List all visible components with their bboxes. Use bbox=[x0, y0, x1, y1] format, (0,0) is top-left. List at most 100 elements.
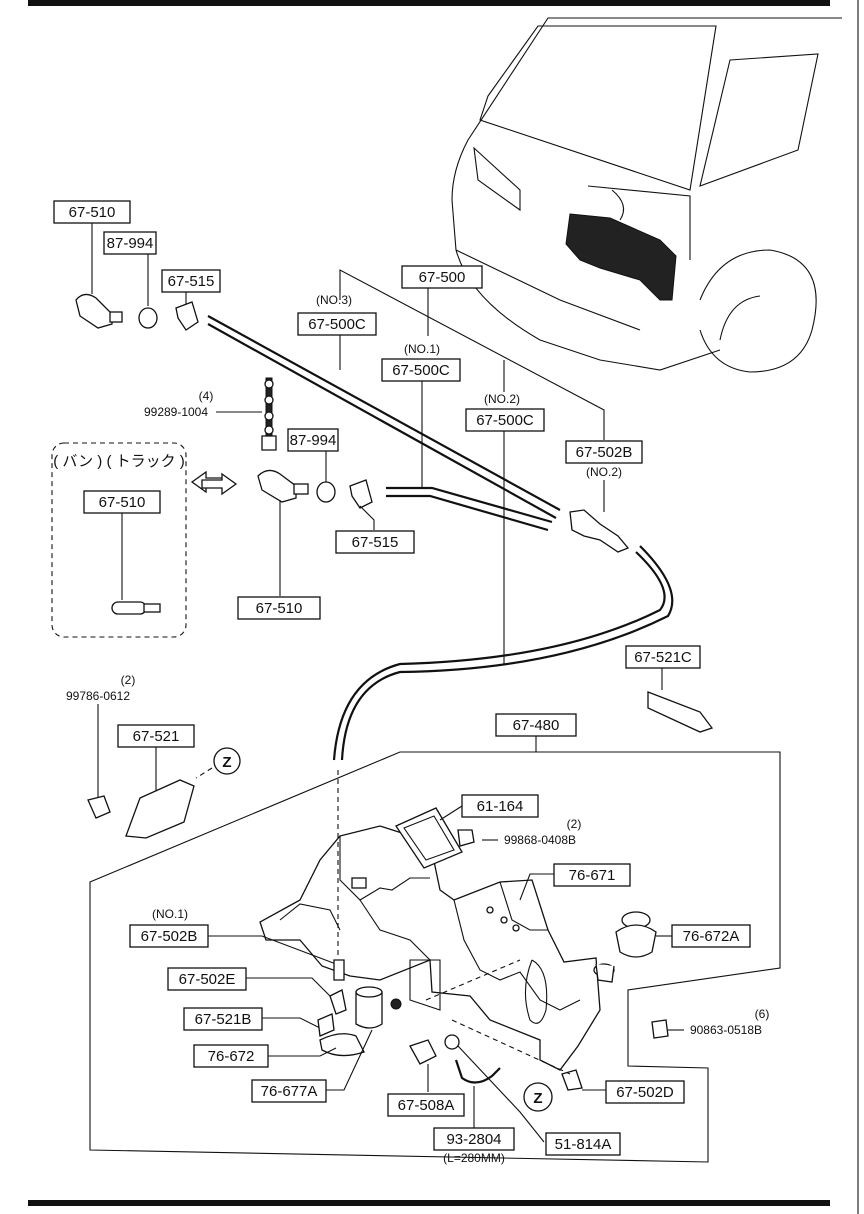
svg-text:(2): (2) bbox=[121, 673, 136, 687]
swap-arrows-icon bbox=[190, 470, 238, 496]
cap-76-672A bbox=[615, 911, 657, 958]
svg-text:67-515: 67-515 bbox=[168, 273, 215, 290]
svg-text:Z: Z bbox=[533, 1090, 542, 1107]
van-truck-inset: ( バン ) ( トラック ) 67-510 bbox=[51, 442, 187, 638]
svg-text:(NO.1): (NO.1) bbox=[152, 907, 188, 921]
svg-text:99868-0408B: 99868-0408B bbox=[504, 833, 576, 847]
joint-67-502E bbox=[329, 989, 347, 1015]
label-87-994-mid: 87-994 bbox=[287, 428, 339, 452]
grommet-87-994-top bbox=[138, 307, 158, 329]
svg-text:67-500C: 67-500C bbox=[308, 316, 366, 333]
svg-text:( バン ) ( トラック ): ( バン ) ( トラック ) bbox=[53, 453, 185, 470]
svg-text:87-994: 87-994 bbox=[290, 432, 337, 449]
svg-text:87-994: 87-994 bbox=[107, 235, 154, 252]
svg-text:(NO.2): (NO.2) bbox=[586, 465, 622, 479]
grommet-51-814A bbox=[444, 1034, 460, 1050]
label-67-502B-bottom: (NO.1) 67-502B bbox=[129, 907, 209, 948]
svg-text:67-502D: 67-502D bbox=[616, 1084, 674, 1101]
label-61-164: 61-164 bbox=[461, 794, 539, 818]
svg-text:67-510: 67-510 bbox=[256, 600, 303, 617]
bolt-99786-0612: (2) 99786-0612 bbox=[66, 673, 136, 819]
svg-text:(NO.2): (NO.2) bbox=[484, 392, 520, 406]
grille-61-164 bbox=[395, 807, 463, 869]
clip-67-515-mid bbox=[349, 479, 373, 509]
bracket-67-521 bbox=[125, 779, 195, 839]
svg-text:(6): (6) bbox=[755, 1007, 770, 1021]
label-93-2804: 93-2804 (L=280MM) bbox=[433, 1127, 515, 1165]
svg-text:51-814A: 51-814A bbox=[555, 1136, 612, 1153]
svg-text:67-510: 67-510 bbox=[69, 204, 116, 221]
svg-text:67-480: 67-480 bbox=[513, 717, 560, 734]
svg-text:76-671: 76-671 bbox=[569, 867, 616, 884]
bolt-99289-1004: (4) 99289-1004 bbox=[144, 377, 277, 451]
svg-text:67-510: 67-510 bbox=[99, 494, 146, 511]
svg-text:67-515: 67-515 bbox=[352, 534, 399, 551]
connector-67-508A bbox=[409, 1039, 437, 1065]
label-67-521: 67-521 bbox=[117, 724, 195, 748]
install-line-a bbox=[425, 959, 521, 1001]
label-67-480: 67-480 bbox=[89, 713, 781, 1163]
label-67-508A: 67-508A bbox=[387, 1093, 465, 1117]
svg-text:76-672A: 76-672A bbox=[683, 928, 740, 945]
svg-text:99786-0612: 99786-0612 bbox=[66, 689, 130, 703]
label-67-510-mid: 67-510 bbox=[237, 596, 321, 620]
label-67-521B: 67-521B bbox=[183, 1007, 263, 1031]
joint-67-502B-top bbox=[569, 509, 630, 553]
reference-z-marker-b: Z bbox=[523, 1082, 553, 1112]
svg-text:93-2804: 93-2804 bbox=[446, 1131, 501, 1148]
svg-text:67-502E: 67-502E bbox=[179, 971, 236, 988]
svg-text:67-521: 67-521 bbox=[133, 728, 180, 745]
svg-text:(4): (4) bbox=[199, 389, 214, 403]
svg-text:76-672: 76-672 bbox=[208, 1048, 255, 1065]
bolt-90863-0518B: (6) 90863-0518B bbox=[651, 1007, 770, 1039]
svg-text:61-164: 61-164 bbox=[477, 798, 524, 815]
reference-z-marker-a: Z bbox=[195, 747, 241, 779]
svg-text:90863-0518B: 90863-0518B bbox=[690, 1023, 762, 1037]
joint-67-502D bbox=[561, 1069, 583, 1091]
washer-tank-assembly bbox=[259, 825, 615, 1071]
svg-text:(NO.1): (NO.1) bbox=[404, 342, 440, 356]
hose-67-500-leaders: 67-500 (NO.3) 67-500C (NO.1) 67-500C (NO… bbox=[297, 265, 605, 664]
label-76-672: 76-672 bbox=[193, 1044, 269, 1068]
screw-99868-0408B: (2) 99868-0408B bbox=[457, 817, 582, 847]
install-line-b bbox=[451, 1019, 571, 1075]
svg-text:67-521B: 67-521B bbox=[195, 1011, 252, 1028]
bottom-border-bar bbox=[28, 1200, 830, 1206]
top-border-bar bbox=[28, 0, 830, 6]
bracket-67-521C bbox=[647, 691, 714, 733]
label-67-510-top: 67-510 bbox=[53, 200, 131, 224]
washer-hose bbox=[207, 315, 674, 761]
svg-text:67-500C: 67-500C bbox=[392, 362, 450, 379]
clip-67-515-top bbox=[175, 301, 199, 331]
svg-text:67-500C: 67-500C bbox=[476, 412, 534, 429]
svg-text:(NO.3): (NO.3) bbox=[316, 293, 352, 307]
label-76-672A: 76-672A bbox=[671, 924, 751, 948]
label-76-677A: 76-677A bbox=[251, 1079, 327, 1103]
svg-text:67-521C: 67-521C bbox=[634, 649, 692, 666]
label-67-502B-top: 67-502B (NO.2) bbox=[565, 440, 643, 512]
svg-text:67-508A: 67-508A bbox=[398, 1097, 455, 1114]
svg-text:Z: Z bbox=[222, 754, 231, 771]
label-67-515-mid: 67-515 bbox=[335, 530, 415, 554]
joint-67-502B-bottom bbox=[333, 959, 345, 981]
label-87-994-top: 87-994 bbox=[103, 231, 157, 255]
label-51-814A: 51-814A bbox=[545, 1132, 621, 1156]
label-67-502D: 67-502D bbox=[605, 1080, 685, 1104]
label-76-671: 76-671 bbox=[553, 863, 631, 887]
label-67-521C: 67-521C bbox=[625, 645, 701, 669]
svg-text:67-502B: 67-502B bbox=[576, 444, 633, 461]
nozzle-67-510-mid bbox=[257, 469, 309, 503]
svg-text:76-677A: 76-677A bbox=[261, 1083, 318, 1100]
vehicle-illustration bbox=[451, 17, 842, 373]
label-67-515-top: 67-515 bbox=[161, 269, 221, 293]
svg-text:67-502B: 67-502B bbox=[141, 928, 198, 945]
svg-text:(L=280MM): (L=280MM) bbox=[443, 1151, 505, 1165]
nozzle-67-510-top bbox=[75, 293, 123, 329]
hose-93-2804 bbox=[454, 1059, 501, 1084]
svg-text:67-500: 67-500 bbox=[419, 269, 466, 286]
svg-text:(2): (2) bbox=[567, 817, 582, 831]
pump-76-677A bbox=[355, 986, 402, 1029]
label-67-502E: 67-502E bbox=[167, 967, 247, 991]
bracket-67-521B bbox=[317, 1013, 335, 1037]
grommet-87-994-mid bbox=[316, 481, 336, 503]
